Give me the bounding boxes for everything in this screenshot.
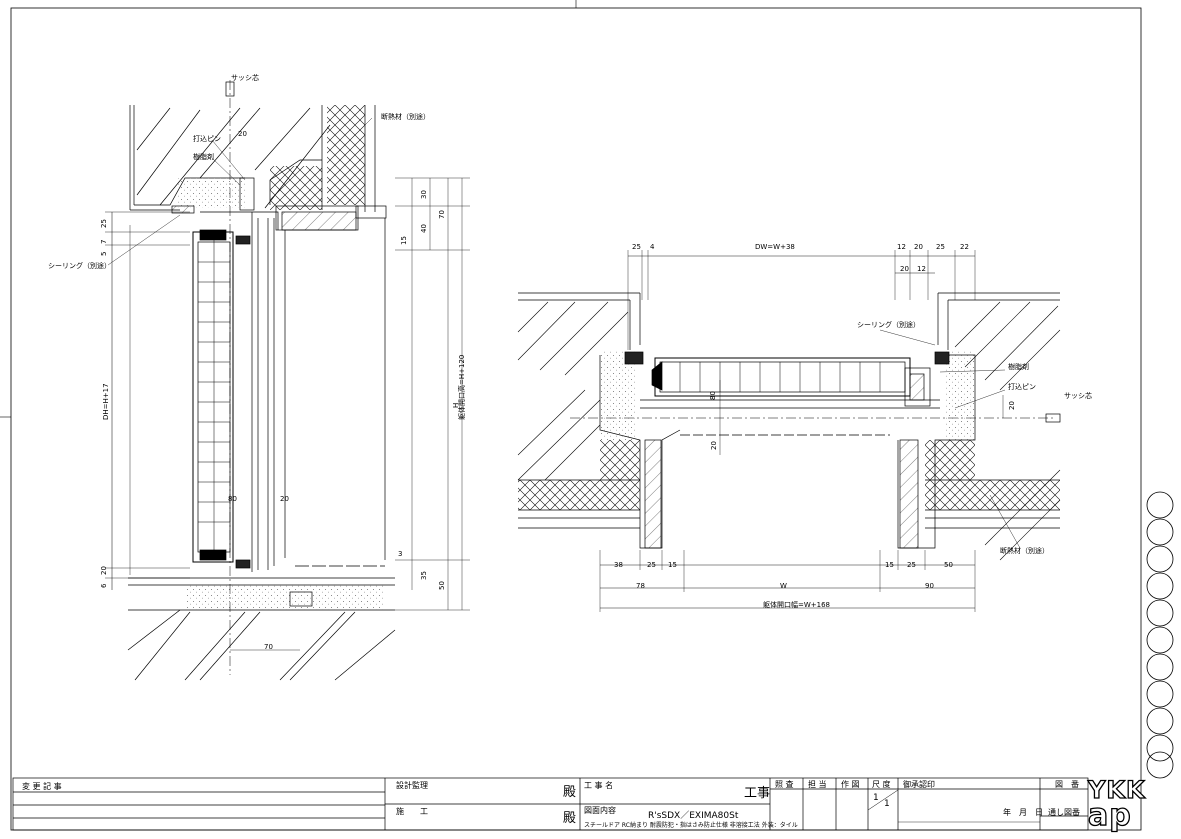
plan-dim-12a: 12: [897, 243, 906, 251]
plan-anchor-pin-label: 打込ピン: [1008, 383, 1036, 391]
elev-dim-6: 6: [100, 583, 108, 588]
elev-dim-opening-h: 躯体開口高=H+120: [458, 354, 466, 420]
elev-dim-35: 35: [420, 571, 428, 580]
project-name-label: 工 事 名: [584, 781, 614, 790]
serial-number-label: 通し図番: [1048, 808, 1080, 817]
elev-dim-3: 3: [398, 550, 403, 558]
plan-dim-b25r: 25: [907, 561, 916, 569]
construction-label: 施 工: [396, 807, 428, 816]
plan-dim-opening-w: 躯体開口幅=W+168: [763, 601, 831, 609]
logo-text-bottom: ap: [1087, 798, 1132, 833]
ykk-ap-logo: YKK ap: [1087, 776, 1176, 833]
elev-dim-20-mid: 20: [280, 495, 289, 503]
drawing-content-label: 図面内容: [584, 806, 616, 815]
plan-dim-b15r: 15: [885, 561, 894, 569]
scale-numerator: 1: [873, 793, 879, 803]
plan-dim-b38: 38: [614, 561, 623, 569]
plan-dim-4: 4: [650, 243, 655, 251]
elev-dim-70-bot: 70: [264, 643, 273, 651]
plan-sash-stopper-label: サッシ芯: [1064, 392, 1092, 400]
elev-dim-70: 70: [438, 210, 446, 219]
charge-label: 担 当: [808, 780, 827, 789]
scale-denominator: 1: [884, 799, 890, 809]
elev-dim-40: 40: [420, 224, 428, 233]
date-field: 年 月 日: [1003, 808, 1043, 817]
elev-dim-15: 15: [400, 236, 408, 245]
change-record-label: 変 更 記 事: [22, 782, 62, 791]
plan-dim-20-right: 20: [1008, 401, 1016, 410]
elev-dim-50: 50: [438, 581, 446, 590]
plan-resin-label: 樹脂剤: [1008, 363, 1029, 371]
logo-text-top: YKK: [1087, 776, 1146, 804]
approval-label: 御承認印: [903, 780, 935, 789]
plan-section: [517, 250, 1061, 612]
plan-dim-b25: 25: [647, 561, 656, 569]
drawing-description: スチールドア RC納まり 耐震防犯・指はさみ防止仕様 非溶接工法 外装：タイル: [584, 822, 798, 829]
elev-sealing-label: シーリング（別途）: [48, 262, 111, 270]
drafting-label: 作 図: [841, 780, 860, 789]
design-supervision-label: 設計監理: [396, 781, 428, 790]
plan-dim-b50: 50: [944, 561, 953, 569]
elev-dim-20-bot: 20: [100, 566, 108, 575]
plan-dim-20b: 20: [900, 265, 909, 273]
plan-dim-22: 22: [960, 243, 969, 251]
drawing-number-label: 図 番: [1055, 780, 1079, 789]
plan-dim-25b: 25: [936, 243, 945, 251]
binding-circles: [1146, 491, 1174, 779]
product-name: R'sSDX／EXIMA80St: [648, 811, 739, 821]
check-label: 照 査: [775, 780, 794, 789]
elev-dim-dh: DH=H+17: [102, 383, 110, 420]
elev-dim-5: 5: [100, 251, 108, 256]
plan-dim-20a: 20: [914, 243, 923, 251]
elev-dim-80: 80: [228, 495, 237, 503]
elev-dim-20-top: 20: [238, 130, 247, 138]
plan-dim-80: 80: [709, 391, 717, 400]
elevation-section: [105, 80, 470, 681]
elev-resin-label: 樹脂剤: [193, 153, 214, 161]
title-block-frame: [12, 777, 1089, 831]
scale-label: 尺 度: [872, 780, 891, 789]
plan-insulation-label: 断熱材（別途）: [1000, 547, 1049, 555]
plan-sealing-label: シーリング（別途）: [857, 321, 920, 329]
plan-dim-b15: 15: [668, 561, 677, 569]
plan-dim-25: 25: [632, 243, 641, 251]
elev-sash-stopper-label: サッシ芯: [231, 74, 259, 82]
elev-anchor-pin-label: 打込ピン: [193, 135, 221, 143]
project-suffix: 工事: [744, 786, 771, 801]
plan-dim-20-centre: 20: [710, 441, 718, 450]
plan-dim-b78: 78: [636, 582, 645, 590]
plan-dim-w: W: [780, 582, 787, 590]
plan-dim-12b: 12: [917, 265, 926, 273]
plan-dim-b90: 90: [925, 582, 934, 590]
elev-dim-25: 25: [100, 219, 108, 228]
sama-2: 殿: [563, 811, 577, 826]
elev-dim-30: 30: [420, 190, 428, 199]
elev-insulation-label: 断熱材（別途）: [381, 113, 430, 121]
sama-1: 殿: [563, 785, 577, 800]
elev-dim-7: 7: [100, 239, 108, 244]
plan-dim-dw: DW=W+38: [755, 243, 795, 251]
